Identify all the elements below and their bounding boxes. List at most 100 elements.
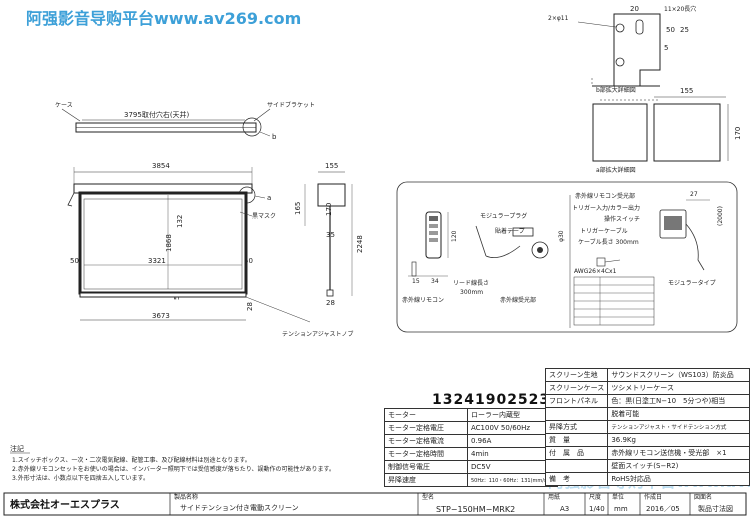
spec-label: 昇降方式 [544,420,609,434]
spec-label: 質 量 [544,433,609,447]
spec-label: 付 属 品 [544,446,609,460]
paper-label: 用紙 [548,493,560,501]
left-margin: 50 [70,257,79,265]
product-name: サイドテンション付き電動スクリーン [180,503,299,512]
detail-b-d50: 50 [666,26,675,34]
table-row: 脱着可能 [544,407,750,421]
company-name: 株式会社オーエスプラス [10,498,120,511]
model-label: 型名 [422,493,434,501]
unit-label: 単位 [612,493,624,501]
front-bottom-dim: 28 [246,302,254,311]
remote-d15: 15 [412,278,420,285]
side-d35: 35 [326,231,335,239]
spec-value: 赤外線リモコン送信機・受光部 ×1 [607,446,750,460]
side-d165: 165 [294,202,302,215]
phone-number: 13241902523 [432,392,550,408]
top-view: ケース サイドブラケット 3795取付穴右(天井) b [55,101,315,141]
watermark-top: 阿强影音导购平台www.av269.com [26,9,301,28]
spec-label: モーター [384,408,468,422]
callout-b: b [272,133,277,141]
top-dim-label: 3795取付穴右(天井) [124,110,190,119]
spec-label [544,407,609,421]
spec-value: 36.9Kg [607,433,750,447]
side-total: 2248 [356,235,364,253]
detail-a: 155 170 a部拡大詳細図 [592,87,742,174]
side-d170: 170 [325,203,333,216]
detail-a-width: 155 [680,87,693,95]
date-value: 2016／05 [646,505,680,513]
mask-top-dim: 132 [176,215,184,228]
model-name: STP−150HM−MRK2 [436,505,515,514]
tape-label: 貼着テープ [495,227,525,235]
product-label: 製品名称 [174,493,198,501]
spec-label: モーター定格時間 [384,447,468,461]
spec-value: 脱着可能 [607,407,750,421]
detail-b-d5: 5 [664,44,668,52]
spec-label: スクリーン生地 [544,368,609,382]
width-case: 3673 [152,312,170,320]
date-label: 作成日 [644,493,662,501]
modular-type-label: モジュラータイプ [668,279,716,287]
spec-value: 50Hz：110・60Hz：131(mm/sec) [466,473,559,487]
title-block: 株式会社オーエスプラス 製品名称 サイドテンション付き電動スクリーン 型名 ST… [3,492,747,516]
doc-name: 製品寸法図 [698,504,733,513]
remote-d120: 120 [451,230,458,242]
spec-label: 昇降速度 [384,473,468,487]
op-switch-label: 操作スイッチ [604,215,640,223]
receiver-d2000: (2000) [717,206,724,226]
remote-label: 赤外線リモコン [402,296,444,304]
spec-label: スクリーンケース [544,381,609,395]
spec-value: 色：黒(日塗工N−10 5分つや)相当 [607,394,750,408]
spec-value: ツシメトリーケース [607,381,750,395]
table-row: フロントパネル色：黒(日塗工N−10 5分つや)相当 [544,394,750,408]
note-line: 2.赤外線リモコンセットをお使いの場合は、インバーター照明下では受信感度が落ちた… [12,465,335,473]
detail-a-title: a部拡大詳細図 [596,166,636,174]
table-row: スクリーンケースツシメトリーケース [544,381,750,395]
trigger-cable-label: トリガーケーブル [580,227,628,235]
table-row: スクリーン生地サウンドスクリーン（WS103）防炎品 [544,368,750,382]
remote-d34: 34 [431,278,439,285]
trigger-in-label: トリガー入力/カラー出力 [572,204,640,212]
table-row: 付 属 品赤外線リモコン送信機・受光部 ×1 [544,446,750,460]
width-outer: 3854 [152,162,170,170]
cable-length: ケーブル長さ 300mm [578,238,639,246]
tension-label: テンションアジャストノブ [282,330,353,338]
lead-length: 300mm [460,289,483,296]
table-row: モーターローラー内蔵型 [384,408,559,422]
scale-label: 尺度 [589,493,601,501]
note-line: 1.スイッチボックス、一次・二次電気配線、配管工事、及び配線材料は別途となります… [12,456,251,464]
unit-value: mm [614,505,628,513]
receiver-d30: φ30 [558,230,565,242]
spec-label: フロントパネル [544,394,609,408]
modular-plug: モジュラープラグ [480,212,527,220]
right-margin: 50 [244,257,253,265]
detail-b-slot: 11×20長穴 [664,5,696,13]
receiver-label: 赤外線受光部 [500,296,536,304]
detail-b-holes: 2×φ11 [548,15,569,22]
lead-label: リード線長さ [453,279,489,287]
receiver-d27: 27 [690,191,698,198]
spec-value: テンションアジャスト・サイドテンション方式 [607,420,750,434]
detail-b-d20: 20 [630,5,639,13]
spec-label: モーター定格電圧 [384,421,468,435]
detail-b: 2×φ11 20 11×20長穴 50 25 5 b部拡大詳細図 [548,5,696,101]
detail-a-height: 170 [734,127,742,140]
paper-size: A3 [560,505,569,513]
notes: 注記 1.スイッチボックス、一次・二次電気配線、配管工事、及び配線材料は別途とな… [10,444,335,482]
spec-label: 備 考 [544,472,609,486]
spec-value: サウンドスクリーン（WS103）防炎品 [607,368,750,382]
black-mask-label: 黒マスク [252,213,276,220]
side-width: 155 [325,162,338,170]
spec-value: RoHS対応品 [607,472,750,486]
spec-label: モーター定格電流 [384,434,468,448]
callout-a: a [267,194,271,202]
note-line: 3.外形寸法は、小数点以下を四捨五入しています。 [12,474,149,482]
bracket-label: サイドブラケット [267,101,315,109]
detail-b-title: b部拡大詳細図 [596,86,636,94]
